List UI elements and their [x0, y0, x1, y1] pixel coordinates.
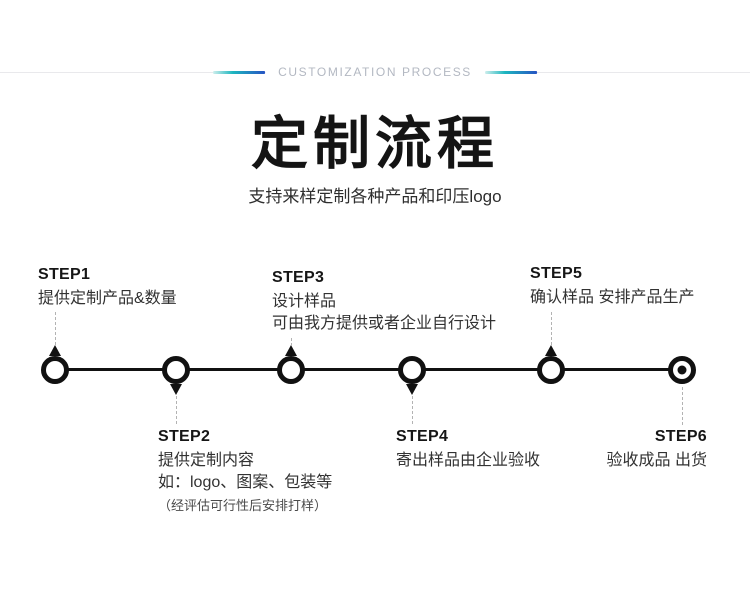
timeline-axis: [55, 368, 682, 371]
step1-line: 提供定制产品&数量: [38, 290, 177, 307]
step2-text-block: STEP2 提供定制内容 如：logo、图案、包装等 （经评估可行性后安排打样）: [158, 426, 332, 517]
step5-text-block: STEP5 确认样品 安排产品生产: [530, 263, 694, 309]
circle-marker-icon-step3: [277, 356, 305, 384]
dashed-connector-step6: [682, 387, 683, 425]
pointer-up-icon: [49, 345, 61, 356]
dashed-connector-step3: [291, 338, 292, 346]
step4-label: STEP4: [396, 428, 449, 445]
eyebrow-header: CUSTOMIZATION PROCESS: [213, 64, 537, 80]
step2-note: （经评估可行性后安排打样）: [158, 498, 328, 513]
step5-label: STEP5: [530, 265, 583, 282]
step6-label: STEP6: [654, 428, 707, 445]
step3-label: STEP3: [272, 269, 325, 286]
step2-label: STEP2: [158, 428, 211, 445]
step6-text-block: STEP6 验收成品 出货: [607, 426, 707, 472]
circle-marker-icon-step4: [398, 356, 426, 384]
accent-line-left: [213, 70, 266, 74]
page-title: 定制流程: [251, 113, 499, 176]
dashed-connector-step2: [176, 396, 177, 424]
step1-text-block: STEP1 提供定制产品&数量: [38, 264, 177, 310]
pointer-down-icon: [170, 384, 182, 395]
circle-marker-icon-step1: [41, 356, 69, 384]
pointer-up-icon: [545, 345, 557, 356]
bullseye-marker-icon-step6: [668, 356, 696, 384]
step3-line: 可由我方提供或者企业自行设计: [272, 315, 497, 332]
eyebrow-label: CUSTOMIZATION PROCESS: [278, 65, 472, 79]
step2-line: 提供定制内容: [158, 452, 255, 469]
step6-line: 验收成品 出货: [606, 452, 707, 469]
bullseye-dot: [677, 365, 687, 375]
step2-line: 如：logo、图案、包装等: [158, 474, 333, 491]
circle-marker-icon-step2: [162, 356, 190, 384]
dashed-connector-step4: [412, 396, 413, 424]
step3-line: 设计样品: [272, 293, 337, 310]
step1-label: STEP1: [38, 266, 91, 283]
step4-line: 寄出样品由企业验收: [396, 452, 541, 469]
step5-line: 确认样品 安排产品生产: [530, 289, 695, 306]
step4-text-block: STEP4 寄出样品由企业验收: [396, 426, 540, 472]
pointer-down-icon: [406, 384, 418, 395]
accent-line-right: [484, 70, 537, 74]
dashed-connector-step1: [55, 312, 56, 345]
dashed-connector-step5: [551, 312, 552, 345]
page-subtitle: 支持来样定制各种产品和印压logo: [248, 187, 502, 206]
pointer-up-icon: [285, 345, 297, 356]
step3-text-block: STEP3 设计样品 可由我方提供或者企业自行设计: [272, 267, 496, 335]
circle-marker-icon-step5: [537, 356, 565, 384]
